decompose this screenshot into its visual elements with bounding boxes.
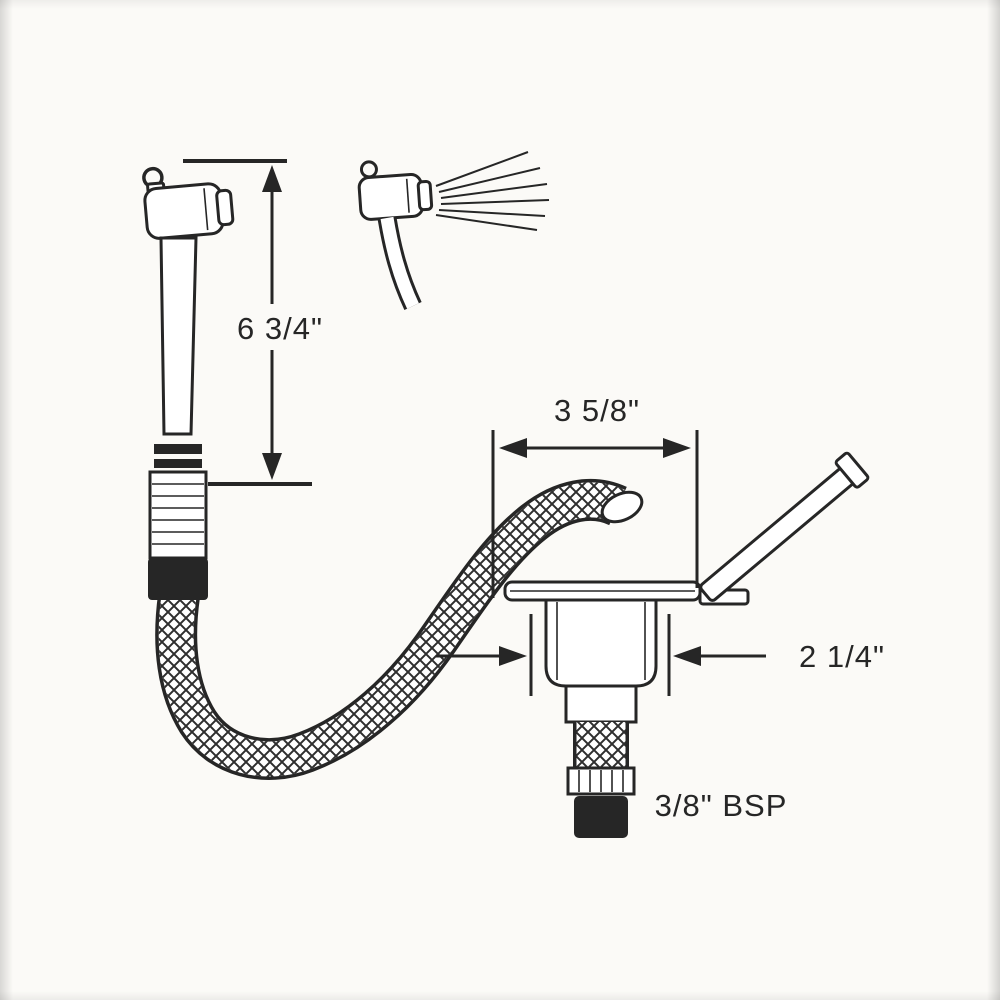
hanging-ring-icon xyxy=(359,160,378,179)
deck-fitting xyxy=(503,580,702,724)
depth-dimension: 2 1/4" xyxy=(436,614,885,696)
shower-handset xyxy=(142,166,235,600)
handset-nozzle xyxy=(215,188,235,227)
hose-end-cap xyxy=(600,490,644,524)
handset-head xyxy=(143,182,225,240)
spray-head xyxy=(357,172,425,221)
height-dimension: 6 3/4" xyxy=(183,159,334,486)
water-spray-icon xyxy=(435,151,550,231)
bracket-end-clip xyxy=(834,451,870,489)
width-dimension: 3 5/8" xyxy=(491,393,699,598)
depth-dimension-label: 2 1/4" xyxy=(799,639,885,674)
height-dimension-label: 6 3/4" xyxy=(237,311,323,346)
spray-handset-illustration xyxy=(357,151,550,311)
handset-handle xyxy=(159,236,198,436)
width-dimension-label: 3 5/8" xyxy=(554,393,640,428)
hose-connector xyxy=(148,470,208,600)
tail-nut xyxy=(566,766,636,796)
mounting-bracket xyxy=(698,451,870,606)
tail-thread-fitting xyxy=(574,796,628,838)
spray-nozzle xyxy=(416,179,434,212)
fitting-lower-tube xyxy=(564,684,638,724)
hose-tail xyxy=(566,722,636,838)
spray-handle xyxy=(377,216,422,311)
fitting-housing xyxy=(544,598,658,688)
supply-hose xyxy=(155,479,644,780)
thread-label: 3/8" BSP xyxy=(655,788,788,823)
